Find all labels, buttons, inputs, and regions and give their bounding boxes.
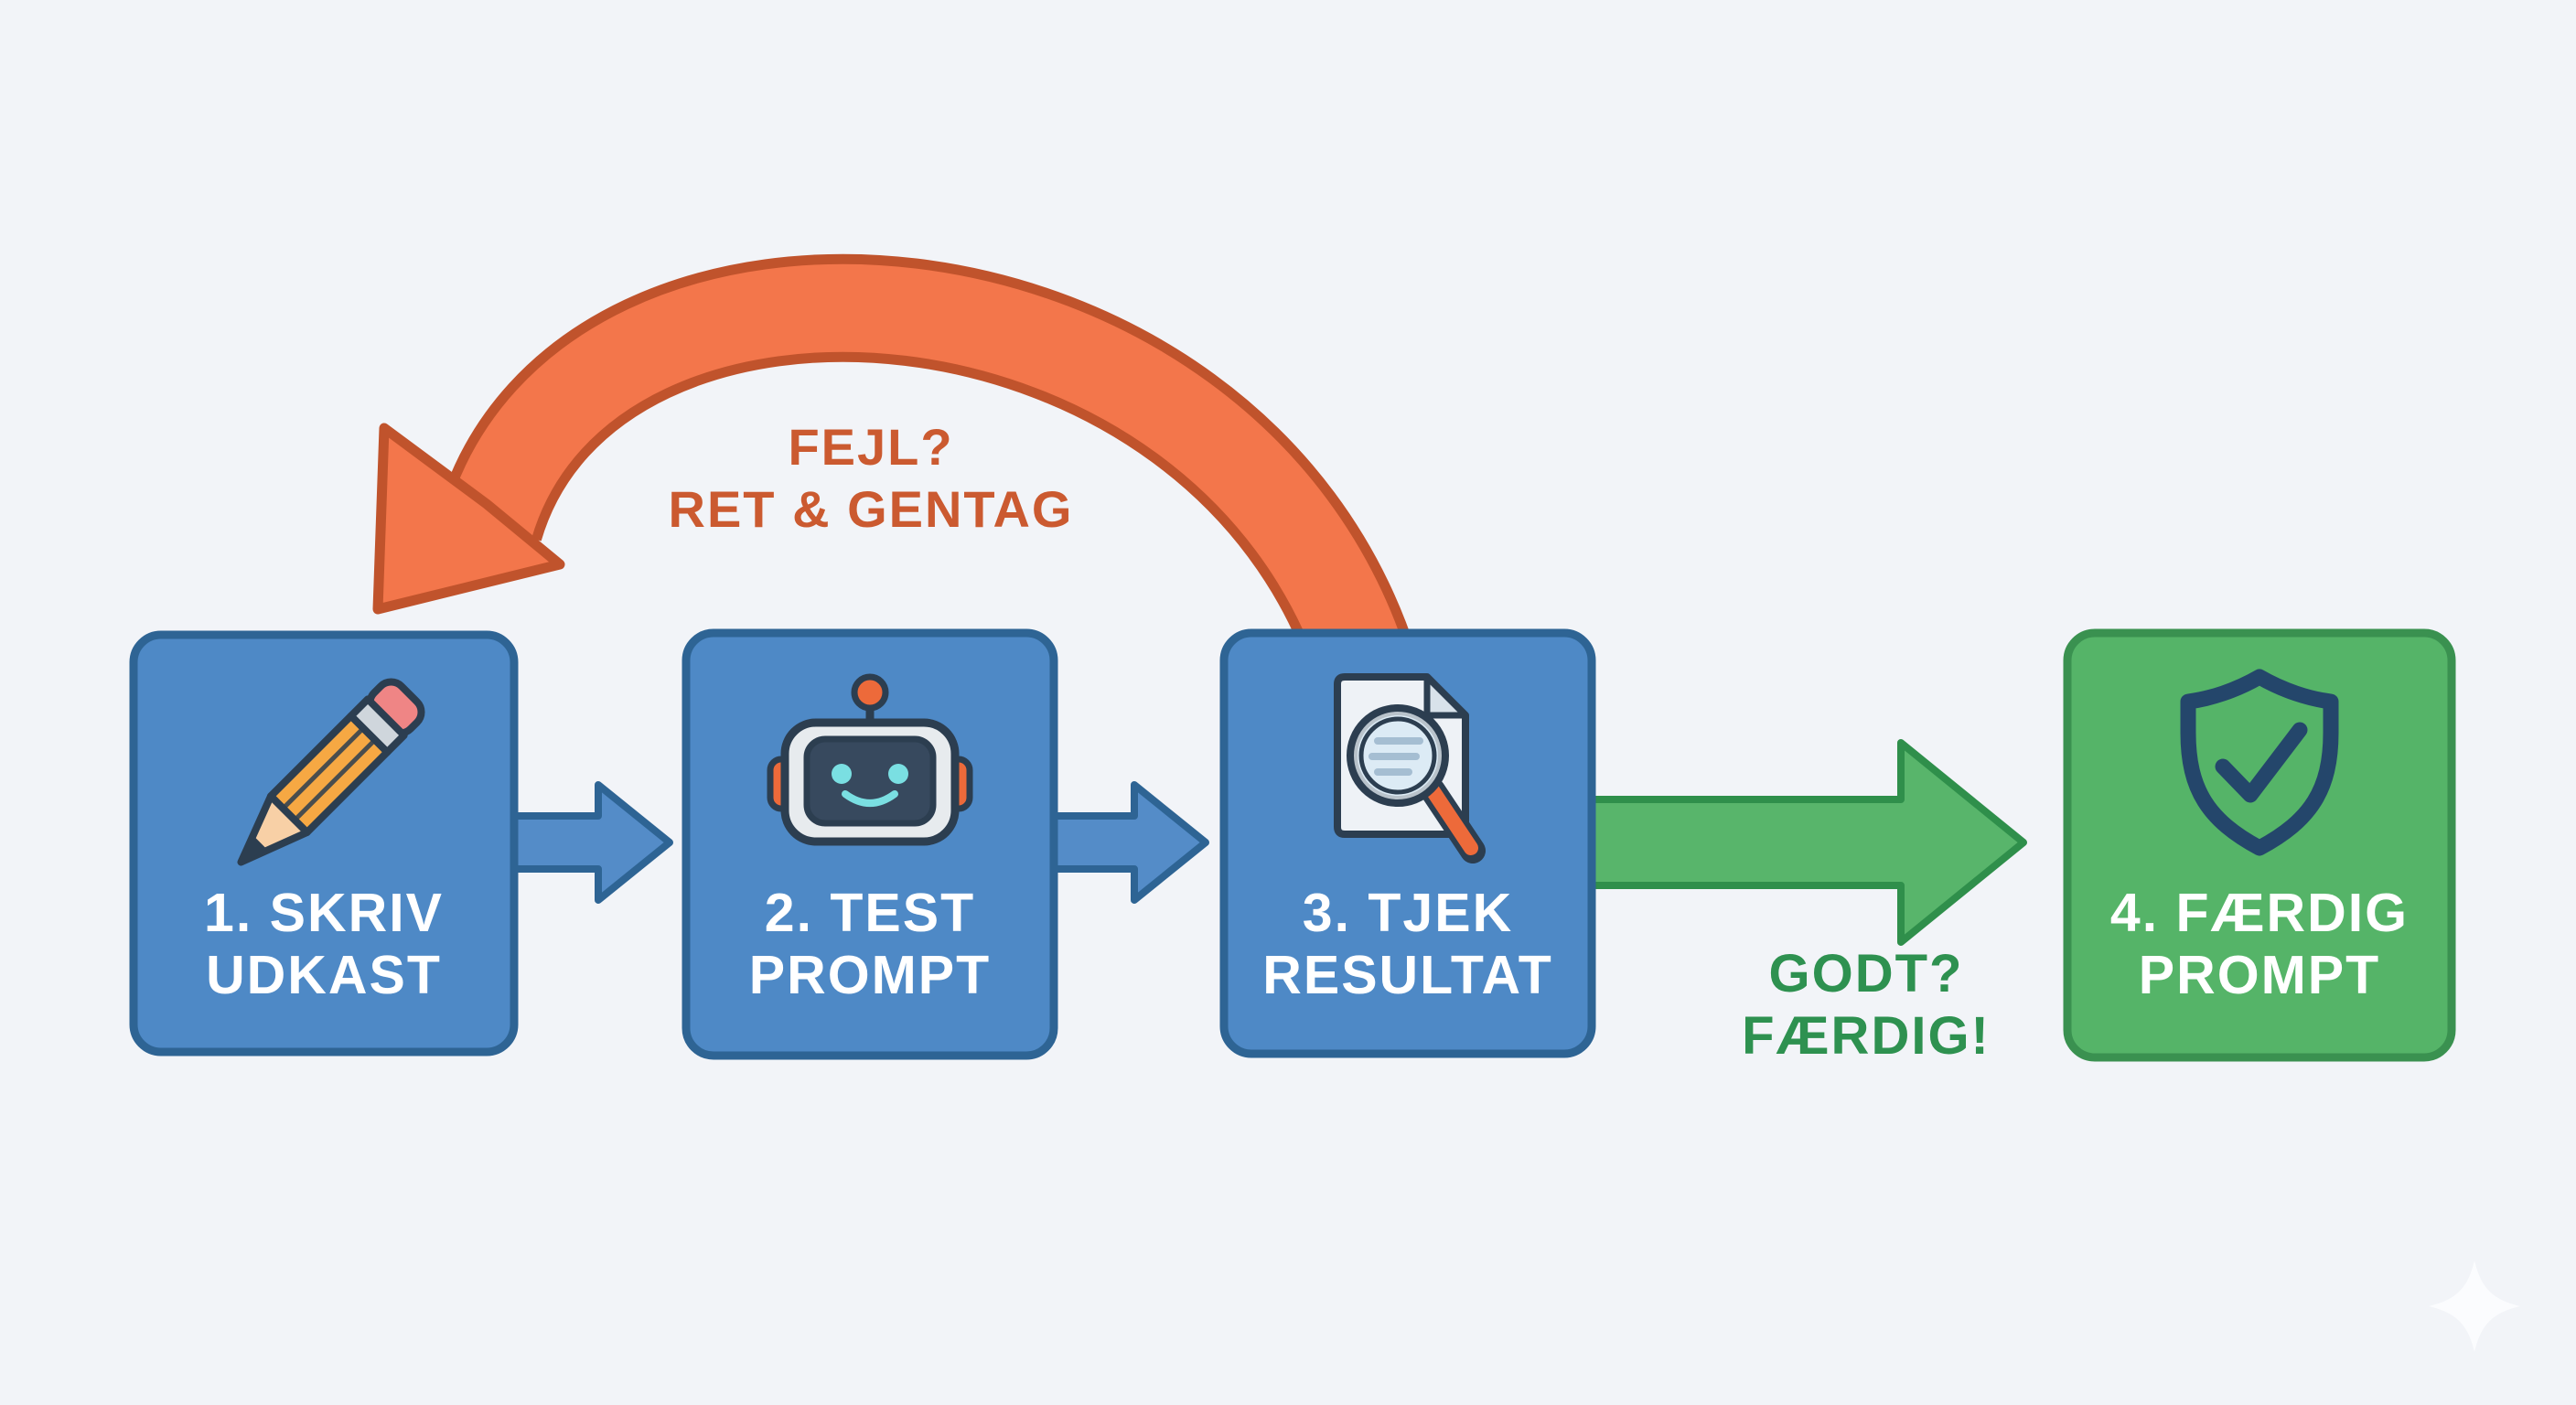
step-box-1 (129, 630, 519, 1056)
shield-check-icon (2180, 669, 2339, 856)
loop-arrowhead (372, 423, 565, 615)
connector-arrow-2-3 (1045, 781, 1209, 904)
step-2-label-line2: PROMPT (749, 945, 991, 1005)
step-box-3 (1219, 628, 1596, 1058)
loop-arrow-band (446, 263, 1407, 681)
step-4-label-line2: PROMPT (2139, 945, 2380, 1005)
success-label-line1: GODT? (1769, 944, 1964, 1003)
loop-label-line1: FEJL? (788, 418, 953, 476)
step-3-label-line1: 3. TJEK (1303, 883, 1513, 943)
step-3-label-line2: RESULTAT (1262, 945, 1553, 1005)
step-4-label-line1: 4. FÆRDIG (2110, 883, 2409, 943)
connector-arrow-1-2 (507, 781, 673, 904)
loop-arrow (372, 253, 1417, 685)
success-label-line2: FÆRDIG! (1742, 1006, 1991, 1066)
pencil-icon (237, 678, 425, 866)
robot-icon (767, 673, 973, 846)
document-search-icon (1334, 673, 1486, 863)
sparkle-icon (2429, 1260, 2520, 1352)
step-2-label-line1: 2. TEST (765, 883, 975, 943)
success-arrow (1584, 739, 2027, 946)
step-1-label-line2: UDKAST (206, 945, 442, 1005)
loop-label-line2: RET & GENTAG (669, 480, 1074, 538)
step-1-label-line1: 1. SKRIV (204, 883, 444, 943)
